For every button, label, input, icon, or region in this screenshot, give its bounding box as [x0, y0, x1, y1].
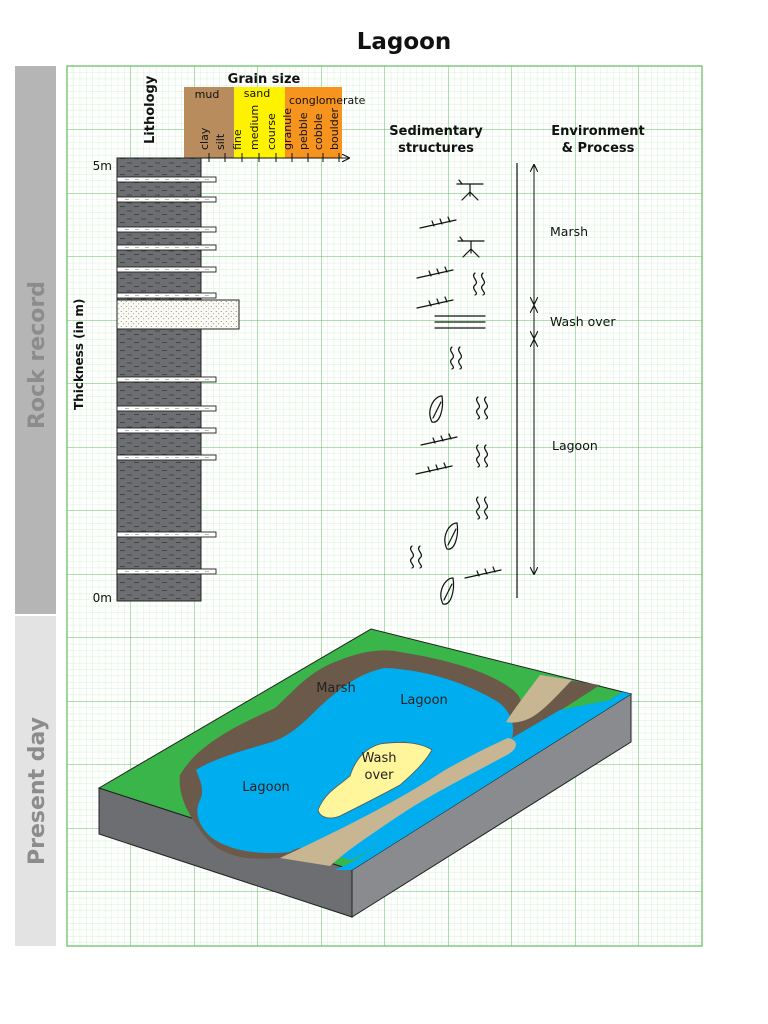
environment-intervals [516, 163, 534, 598]
burrow-icon [475, 444, 489, 468]
cross-lamination-icon [415, 462, 453, 475]
lithology-column [116, 157, 240, 602]
grain-group-mud: mud [195, 88, 220, 101]
grain-group-sand: sand [244, 87, 270, 100]
environment-header-1: Environment [551, 124, 645, 139]
rock-record-sidebar [15, 66, 56, 614]
thickness-axis-label: Thickness (in m) [72, 299, 86, 410]
sand-bar-upper [506, 675, 572, 723]
grain-group-conglomerate: conglomerate [289, 94, 366, 107]
axis-top-label: 5m [93, 159, 112, 173]
cross-lamination-icon [419, 216, 457, 229]
lithology-header: Lithology [143, 75, 158, 144]
map-wash-label: Wash [361, 751, 396, 766]
cross-lamination-icon [416, 266, 454, 279]
shell-fossil-icon [440, 577, 455, 605]
grain-class-silt: silt [214, 133, 227, 150]
grain-size-header: Grain size [228, 72, 301, 87]
cross-lamination-icon [416, 296, 454, 309]
grain-class-course: course [265, 113, 278, 150]
grain-class-granule: granule [281, 108, 294, 150]
cross-lamination-icon [464, 566, 502, 579]
cross-lamination-icon [420, 433, 458, 446]
grain-class-clay: clay [198, 127, 211, 150]
root-trace-icon [457, 236, 485, 258]
env-washover-label: Wash over [550, 314, 616, 329]
shell-fossil-icon [429, 395, 444, 423]
sedimentary-structures-header-2: structures [398, 141, 474, 156]
map-over-label: over [365, 768, 395, 783]
page-title: Lagoon [357, 29, 452, 55]
grain-sand-band [234, 87, 285, 158]
open-water [335, 692, 631, 870]
grain-class-fine: fine [231, 129, 244, 150]
burrow-icon [475, 496, 489, 520]
env-lagoon-label: Lagoon [552, 438, 598, 453]
root-trace-icon [456, 179, 484, 201]
burrow-icon [472, 272, 486, 296]
axis-bottom-label: 0m [93, 591, 112, 605]
sand-bar-lower [280, 738, 516, 866]
sedimentary-structures-header-1: Sedimentary [389, 124, 483, 139]
washover-sand-bed [116, 299, 240, 330]
wash-over-fan [317, 742, 433, 819]
parallel-lamination-icon [434, 315, 486, 329]
burrow-icon [409, 545, 423, 569]
grain-class-medium: medium [248, 105, 261, 150]
grain-class-pebble: pebble [297, 112, 310, 150]
map-marsh-label: Marsh [316, 681, 356, 696]
map-lagoon-left-label: Lagoon [242, 780, 290, 795]
present-day-sidebar [15, 616, 56, 946]
rock-record-label: Rock record [25, 281, 50, 429]
map-lagoon-top-label: Lagoon [400, 693, 448, 708]
environment-header-2: & Process [562, 141, 635, 156]
present-day-label: Present day [25, 717, 50, 865]
sedimentary-structure-symbols [409, 179, 502, 605]
burrow-icon [475, 396, 489, 420]
grain-class-cobble: cobble [312, 113, 325, 150]
present-day-block-diagram: Marsh Lagoon Lagoon Wash over [97, 628, 633, 918]
grain-mud-band [184, 87, 234, 158]
burrow-icon [449, 346, 463, 370]
grain-conglomerate-band [285, 87, 342, 158]
grain-class-boulder: boulder [328, 108, 341, 150]
shell-fossil-icon [444, 522, 459, 550]
env-marsh-label: Marsh [550, 224, 588, 239]
